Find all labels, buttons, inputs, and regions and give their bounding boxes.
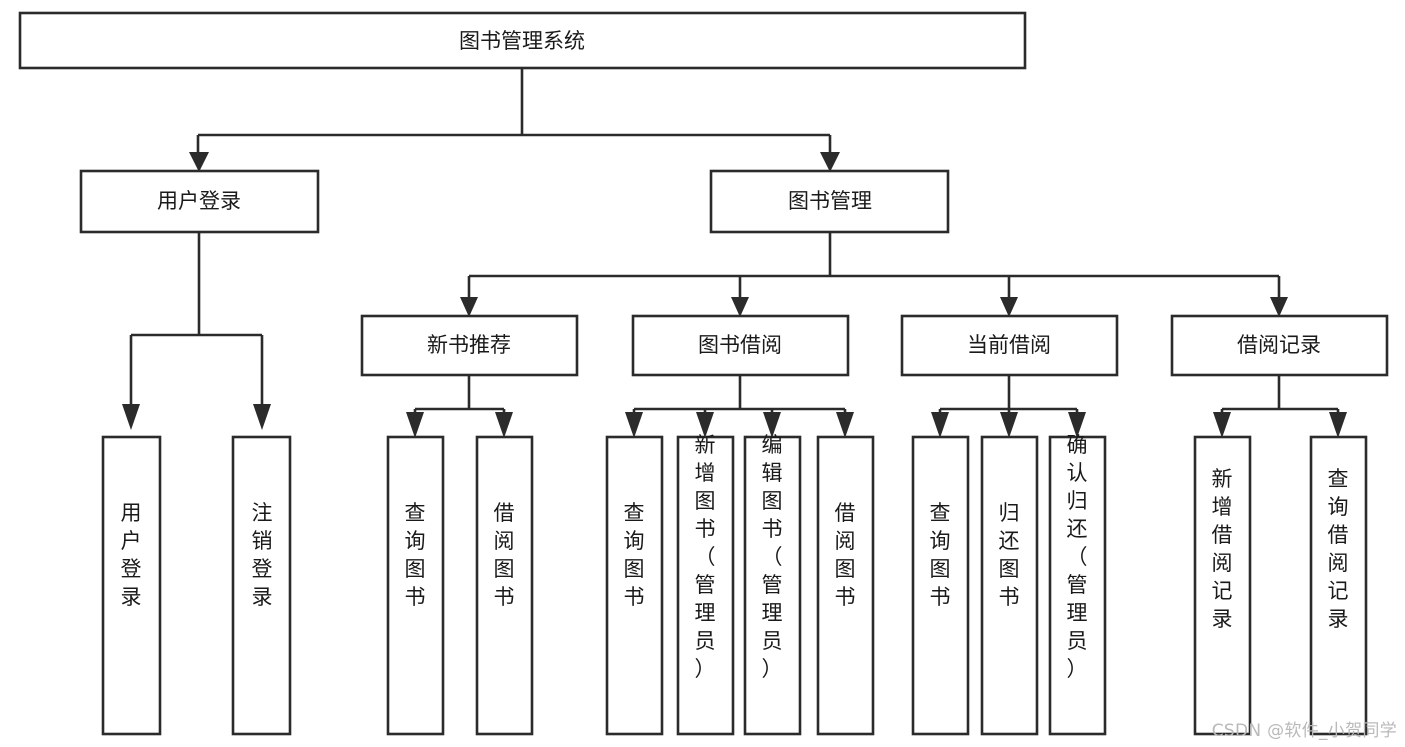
- arrowhead-leaf2: [253, 404, 271, 430]
- node-leaf9[interactable]: 查询图书: [911, 435, 970, 736]
- node-leaf4-box[interactable]: [475, 435, 534, 736]
- node-current-box[interactable]: [900, 314, 1119, 377]
- leaf-node-group: 用户登录 注销登录 查询图书 借阅图书 查询图书 新增图书（管理员）: [101, 433, 1368, 736]
- node-records-label: 借阅记录: [1237, 333, 1321, 357]
- node-borrow-box[interactable]: [631, 314, 850, 377]
- node-leaf8-label: 借阅图书: [835, 501, 856, 609]
- arrowhead-borrow: [731, 297, 749, 317]
- node-leaf9-label: 查询图书: [930, 501, 951, 609]
- node-leaf11-box[interactable]: [1048, 435, 1107, 736]
- node-leaf12[interactable]: 新增借阅记录: [1193, 435, 1252, 736]
- node-leaf7[interactable]: 编辑图书（管理员）: [743, 433, 802, 736]
- node-leaf7-box[interactable]: [743, 435, 802, 736]
- node-leaf7-label: 编辑图书（管理员）: [762, 433, 783, 681]
- node-bookmgmt-box[interactable]: [709, 169, 950, 234]
- node-newbook-box[interactable]: [360, 314, 579, 377]
- node-records[interactable]: 借阅记录: [1170, 314, 1389, 377]
- arrowhead-leaf1: [122, 404, 140, 430]
- node-leaf3-label: 查询图书: [405, 501, 426, 609]
- node-leaf1-box[interactable]: [101, 435, 162, 736]
- arrowhead-leaf5: [625, 412, 643, 438]
- node-root-label: 图书管理系统: [459, 29, 585, 53]
- node-leaf13-box[interactable]: [1309, 435, 1368, 736]
- arrowhead-current: [1000, 297, 1018, 317]
- arrowhead-leaf13: [1329, 412, 1347, 438]
- arrowhead-leaf12: [1213, 412, 1231, 438]
- node-current[interactable]: 当前借阅: [900, 314, 1119, 377]
- node-leaf13-label: 查询借阅记录: [1328, 467, 1349, 631]
- arrowhead-leaf3: [406, 412, 424, 438]
- node-leaf12-label: 新增借阅记录: [1212, 467, 1233, 631]
- node-leaf8[interactable]: 借阅图书: [816, 435, 875, 736]
- csdn-watermark: CSDN @软件_小贺同学: [1211, 721, 1397, 741]
- arrowhead-newbook: [460, 297, 478, 317]
- arrowhead-leaf7: [763, 412, 781, 438]
- node-leaf8-box[interactable]: [816, 435, 875, 736]
- arrowhead-group: [122, 152, 1347, 438]
- arrowhead-leaf6: [696, 412, 714, 438]
- arrowhead-leaf11: [1068, 412, 1086, 438]
- arrowhead-leaf9: [931, 412, 949, 438]
- node-leaf9-box[interactable]: [911, 435, 970, 736]
- node-borrow-label: 图书借阅: [698, 333, 782, 357]
- node-leaf2-box[interactable]: [231, 435, 292, 736]
- node-leaf10-label: 归还图书: [999, 501, 1020, 609]
- node-root-box[interactable]: [18, 11, 1027, 70]
- node-leaf1-label: 用户登录: [121, 501, 142, 609]
- node-leaf3[interactable]: 查询图书: [386, 435, 445, 736]
- node-leaf5-label: 查询图书: [624, 501, 645, 609]
- node-leaf5[interactable]: 查询图书: [605, 435, 664, 736]
- node-leaf12-box[interactable]: [1193, 435, 1252, 736]
- node-leaf6[interactable]: 新增图书（管理员）: [676, 433, 735, 736]
- node-login[interactable]: 用户登录: [79, 169, 320, 234]
- node-root[interactable]: 图书管理系统: [18, 11, 1027, 70]
- node-leaf13[interactable]: 查询借阅记录: [1309, 435, 1368, 736]
- node-login-label: 用户登录: [157, 189, 241, 213]
- node-leaf10[interactable]: 归还图书: [980, 435, 1039, 736]
- node-leaf11[interactable]: 确认归还（管理员）: [1048, 433, 1107, 736]
- node-leaf1[interactable]: 用户登录: [101, 435, 162, 736]
- arrowhead-leaf8: [836, 412, 854, 438]
- node-leaf11-label: 确认归还（管理员）: [1067, 433, 1088, 681]
- arrowhead-bookmgmt: [820, 152, 840, 172]
- node-borrow[interactable]: 图书借阅: [631, 314, 850, 377]
- arrowhead-leaf10: [1000, 412, 1018, 438]
- node-login-box[interactable]: [79, 169, 320, 234]
- node-leaf4-label: 借阅图书: [494, 501, 515, 609]
- arrowhead-records: [1270, 297, 1288, 317]
- arrowhead-login: [189, 152, 209, 172]
- node-leaf4[interactable]: 借阅图书: [475, 435, 534, 736]
- node-leaf10-box[interactable]: [980, 435, 1039, 736]
- node-current-label: 当前借阅: [967, 333, 1051, 357]
- node-newbook[interactable]: 新书推荐: [360, 314, 579, 377]
- node-leaf2[interactable]: 注销登录: [231, 435, 292, 736]
- node-records-box[interactable]: [1170, 314, 1389, 377]
- node-bookmgmt[interactable]: 图书管理: [709, 169, 950, 234]
- arrowhead-leaf4: [495, 412, 513, 438]
- node-leaf6-box[interactable]: [676, 435, 735, 736]
- node-leaf2-label: 注销登录: [252, 501, 273, 609]
- node-bookmgmt-label: 图书管理: [788, 189, 872, 213]
- node-leaf3-box[interactable]: [386, 435, 445, 736]
- node-newbook-label: 新书推荐: [427, 333, 511, 357]
- node-leaf6-label: 新增图书（管理员）: [695, 433, 716, 681]
- node-leaf5-box[interactable]: [605, 435, 664, 736]
